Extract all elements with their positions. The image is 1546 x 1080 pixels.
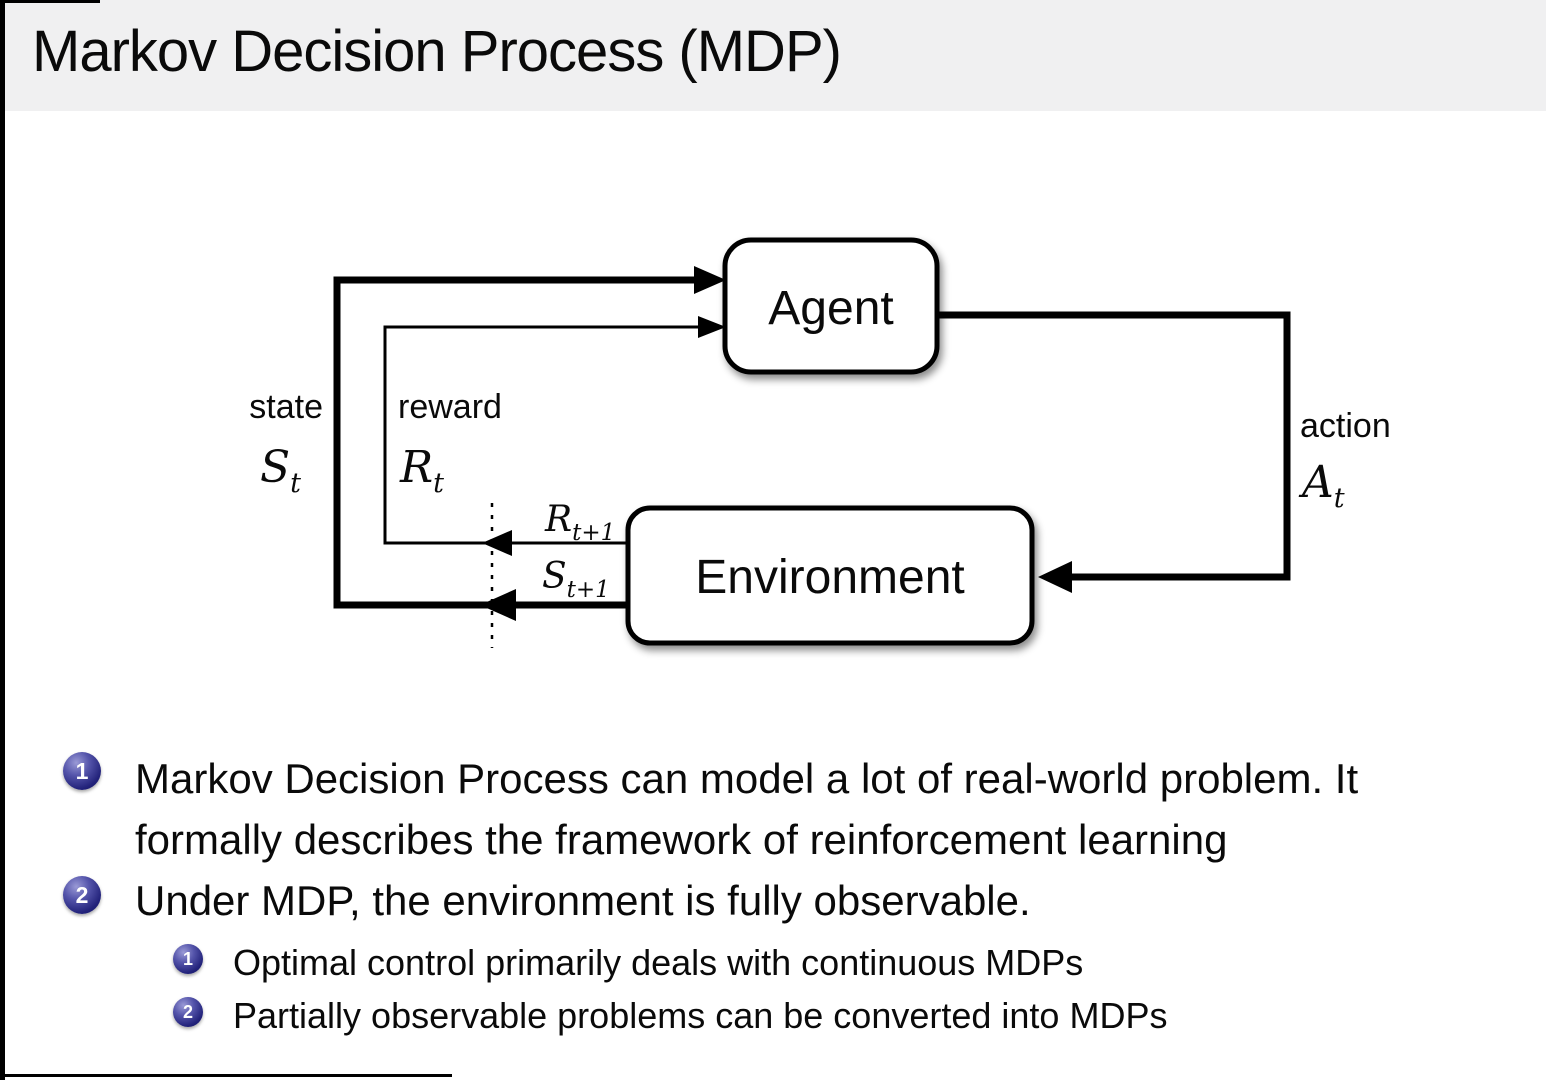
item-1-number: 1 <box>75 757 89 784</box>
title-bar: Markov Decision Process (MDP) <box>0 0 1546 111</box>
item-2-ball: 2 <box>63 876 101 914</box>
action-line <box>935 311 1291 581</box>
item-2-text: Under MDP, the environment is fully obse… <box>135 870 1535 931</box>
environment-box <box>625 505 1035 646</box>
subitem-1-text: Optimal control primarily deals with con… <box>233 942 1084 983</box>
action-label: action <box>1300 407 1391 445</box>
next-state-arrowhead <box>480 589 516 621</box>
subitem-2-text: Partially observable problems can be con… <box>233 995 1168 1036</box>
slide-title: Markov Decision Process (MDP) <box>32 19 842 84</box>
item-1-ball: 1 <box>63 752 101 790</box>
item-1-line-2: formally describes the framework of rein… <box>135 816 1228 863</box>
next-reward-arrowhead <box>482 530 512 556</box>
reward-into-agent-arrowhead <box>698 316 726 338</box>
state-symbol: St <box>260 442 301 499</box>
subitem-2-ball: 2 <box>173 997 203 1027</box>
action-symbol: At <box>1298 457 1345 514</box>
reward-label: reward <box>398 388 502 426</box>
environment-label: Environment <box>695 551 964 604</box>
subitem-1-number: 1 <box>182 948 193 969</box>
bottom-edge-bar <box>0 1074 452 1077</box>
state-label: state <box>249 388 323 426</box>
reward-symbol: Rt <box>399 442 444 499</box>
item-2-line-1: Under MDP, the environment is fully obse… <box>135 877 1031 924</box>
agent-label: Agent <box>768 282 893 335</box>
item-1-text: Markov Decision Process can model a lot … <box>135 748 1535 870</box>
mdp-diagram: Agent Environment state St reward Rt Rt+… <box>249 237 1391 648</box>
subitem-1-ball: 1 <box>173 944 203 974</box>
agent-box <box>722 237 940 375</box>
state-into-agent-arrowhead <box>694 266 726 294</box>
item-2-number: 2 <box>75 881 89 908</box>
action-into-environment-arrowhead <box>1038 561 1072 593</box>
left-edge-bar <box>0 0 5 1080</box>
next-state-symbol: St+1 <box>542 556 610 603</box>
item-1-line-1: Markov Decision Process can model a lot … <box>135 755 1359 802</box>
subitem-2-number: 2 <box>182 1001 193 1022</box>
next-reward-symbol: Rt+1 <box>544 499 615 546</box>
top-edge-bar <box>0 0 100 3</box>
